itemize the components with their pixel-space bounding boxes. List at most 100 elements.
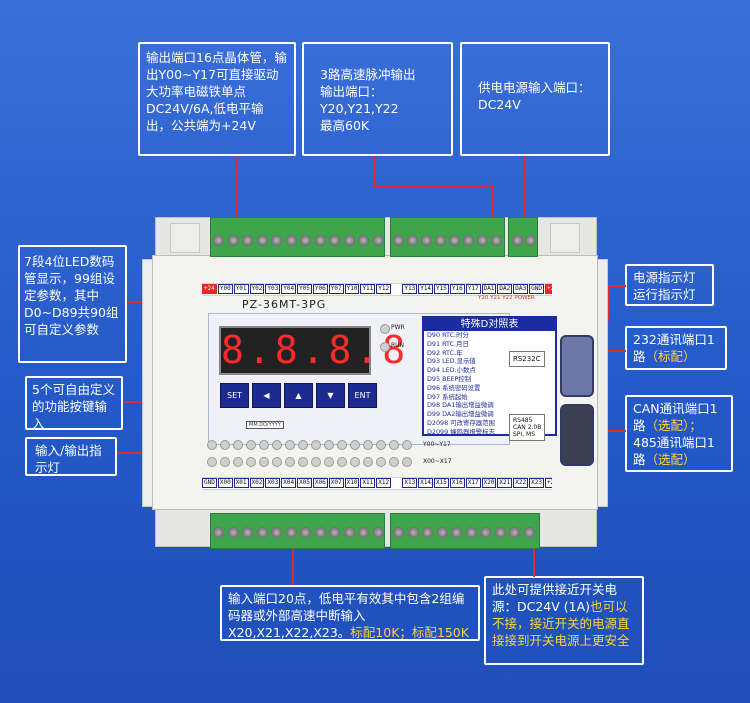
terminal-screw[interactable] bbox=[358, 527, 369, 538]
up-button[interactable]: ▲ bbox=[284, 383, 313, 408]
terminal-screw[interactable] bbox=[523, 527, 535, 538]
terminal-label: X06 bbox=[312, 478, 328, 488]
terminal-label: X07 bbox=[328, 478, 344, 488]
y-indicator-led bbox=[272, 440, 282, 450]
left-button[interactable]: ◀ bbox=[252, 383, 281, 408]
input-connector-line bbox=[292, 545, 294, 585]
rs232-note: （标配） bbox=[645, 349, 696, 364]
terminal-screw[interactable] bbox=[393, 235, 404, 246]
terminal-screw[interactable] bbox=[465, 527, 477, 538]
terminal-label: X01 bbox=[233, 478, 249, 488]
special-d-table-row: D91 RTC.月日 bbox=[427, 339, 469, 348]
terminal-screw[interactable] bbox=[435, 235, 446, 246]
special-d-table-row: D96 系统密码设置 bbox=[427, 383, 481, 392]
terminal-label: X00 bbox=[217, 478, 233, 488]
terminal-screw[interactable] bbox=[285, 235, 297, 246]
terminal-screw[interactable] bbox=[393, 527, 404, 538]
rs232-port[interactable] bbox=[560, 335, 594, 397]
terminal-screw[interactable] bbox=[422, 527, 433, 538]
power-led-connector-v bbox=[607, 285, 609, 321]
terminal-screw[interactable] bbox=[271, 235, 282, 246]
terminal-screw[interactable] bbox=[372, 527, 384, 538]
pulse-output-line-2: 输出端口： bbox=[320, 84, 383, 99]
y-led-label: Y00~Y17 bbox=[423, 441, 451, 448]
pulse-connector-line-h bbox=[373, 185, 493, 187]
terminal-screw[interactable] bbox=[300, 527, 311, 538]
terminal-screw[interactable] bbox=[491, 235, 502, 246]
terminal-screw[interactable] bbox=[256, 235, 268, 246]
terminal-screw[interactable] bbox=[242, 235, 253, 246]
terminal-screw[interactable] bbox=[509, 527, 520, 538]
terminal-screw[interactable] bbox=[372, 235, 384, 246]
x-indicator-led bbox=[298, 457, 308, 467]
terminal-screw[interactable] bbox=[343, 235, 355, 246]
x-indicator-led bbox=[402, 457, 412, 467]
proximity-text: 此处可提供接近开关电源：DC24V (1A) bbox=[492, 582, 618, 614]
input-port-note: 标配10K；标配150K bbox=[350, 625, 469, 640]
terminal-screw[interactable] bbox=[449, 235, 460, 246]
terminal-screw[interactable] bbox=[358, 235, 369, 246]
terminal-screw[interactable] bbox=[477, 235, 488, 246]
terminal-label: X12 bbox=[376, 478, 392, 488]
run-led bbox=[380, 342, 390, 352]
special-d-table-row: D92 RTC.年 bbox=[427, 348, 463, 357]
y-indicator-led bbox=[285, 440, 295, 450]
terminal-screw[interactable] bbox=[300, 235, 311, 246]
terminal-screw[interactable] bbox=[329, 235, 340, 246]
terminal-label: Y04 bbox=[281, 284, 297, 294]
y-indicator-led bbox=[259, 440, 269, 450]
x-indicator-led bbox=[311, 457, 321, 467]
terminal-screw[interactable] bbox=[242, 527, 253, 538]
terminal-screw[interactable] bbox=[525, 235, 536, 246]
terminal-screw[interactable] bbox=[227, 235, 239, 246]
terminal-label: X21 bbox=[497, 478, 513, 488]
rs485-note: （选配） bbox=[645, 452, 696, 467]
terminal-screw[interactable] bbox=[343, 527, 355, 538]
y-indicator-led bbox=[324, 440, 334, 450]
top-sub-labels: Y20 Y21 Y22 POWER bbox=[478, 295, 535, 301]
terminal-screw[interactable] bbox=[271, 527, 282, 538]
power-input-line-1: 供电电源输入端口： bbox=[478, 80, 591, 95]
power-run-led-callout: 电源指示灯 运行指示灯 bbox=[625, 264, 714, 306]
pulse-output-callout: 3路高速脉冲输出 输出端口： Y20,Y21,Y22 最高60K bbox=[302, 42, 453, 156]
pulse-connector-line-v1 bbox=[373, 156, 375, 186]
terminal-screw[interactable] bbox=[480, 527, 491, 538]
ent-button[interactable]: ENT bbox=[348, 383, 377, 408]
terminal-label: X13 bbox=[402, 478, 418, 488]
terminal-screw[interactable] bbox=[494, 527, 506, 538]
down-button[interactable]: ▼ bbox=[316, 383, 345, 408]
terminal-screw[interactable] bbox=[463, 235, 474, 246]
output-port-callout: 输出端口16点晶体管，输出Y00~Y17可直接驱动大功率电磁铁单点DC24V/6… bbox=[138, 42, 296, 156]
y-indicator-led bbox=[298, 440, 308, 450]
terminal-screw[interactable] bbox=[256, 527, 268, 538]
input-port-text: 输入端口20点，低电平有效其中包含2组编码器或外部高速中断输入X20,X21,X… bbox=[228, 591, 465, 640]
terminal-label: +24 bbox=[544, 478, 552, 488]
y-indicator-led bbox=[389, 440, 399, 450]
terminal-screw[interactable] bbox=[213, 527, 224, 538]
terminal-label: X16 bbox=[449, 478, 465, 488]
terminal-screw[interactable] bbox=[451, 527, 462, 538]
rs485-can-port[interactable] bbox=[560, 404, 594, 466]
input-port-callout: 输入端口20点，低电平有效其中包含2组编码器或外部高速中断输入X20,X21,X… bbox=[220, 585, 480, 641]
terminal-screw[interactable] bbox=[314, 235, 326, 246]
run-led-label: 运行指示灯 bbox=[633, 287, 696, 302]
terminal-label: X17 bbox=[465, 478, 481, 488]
special-d-table-row: D2098 可改寄存器范围 bbox=[427, 418, 495, 427]
terminal-screw[interactable] bbox=[285, 527, 297, 538]
terminal-label: X02 bbox=[249, 478, 265, 488]
terminal-label: Y05 bbox=[297, 284, 312, 294]
terminal-screw[interactable] bbox=[421, 235, 432, 246]
terminal-screw[interactable] bbox=[512, 235, 523, 246]
terminal-screw[interactable] bbox=[407, 527, 419, 538]
terminal-screw[interactable] bbox=[227, 527, 239, 538]
terminal-screw[interactable] bbox=[314, 527, 326, 538]
terminal-screw[interactable] bbox=[407, 235, 418, 246]
set-button[interactable]: SET bbox=[220, 383, 249, 408]
y-indicator-led bbox=[311, 440, 321, 450]
terminal-screw[interactable] bbox=[213, 235, 224, 246]
terminal-screw[interactable] bbox=[436, 527, 448, 538]
terminal-label: Y11 bbox=[360, 284, 376, 294]
terminal-screw[interactable] bbox=[329, 527, 340, 538]
proximity-note: 也可以不接，接近开关的电源直接接到开关电源上更安全 bbox=[492, 599, 630, 648]
